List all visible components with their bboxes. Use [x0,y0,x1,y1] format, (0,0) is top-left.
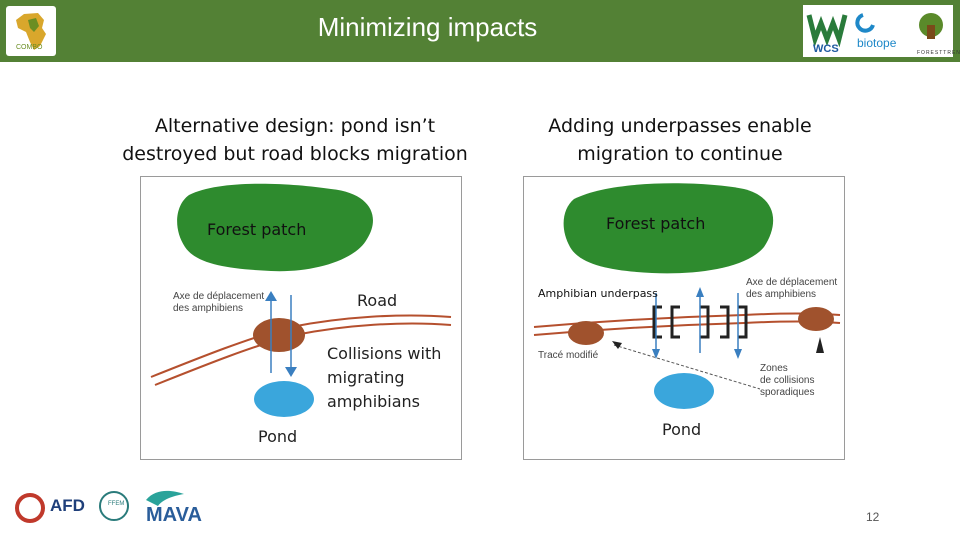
left-mound [568,321,604,345]
arrow-down-icon [652,349,660,359]
right-axis-line2: des amphibiens [746,289,817,300]
right-heading-line1: Adding underpasses enable [548,115,812,137]
africa-map-icon [16,13,46,50]
collisions-label: Collisions with migrating amphibians [327,342,441,414]
wcs-logo-text: WCS [813,43,839,55]
page-number: 12 [866,510,880,524]
zones-line3: sporadiques [760,387,815,398]
right-heading-line2: migration to continue [577,143,783,165]
trace-label: Tracé modifié [538,350,599,361]
right-diagram-panel: Forest patch Amphibian underpass Axe de … [523,176,845,460]
partner-logos-graphic [806,13,943,48]
partner-logos: WCS biotope FORESTTREND [803,5,960,57]
forest-patch-label: Forest patch [201,217,313,242]
road-label: Road [357,291,398,310]
arrow-down-icon [734,349,742,359]
migration-arrow-down-icon [285,367,297,377]
pond-shape [654,373,714,409]
biotope-logo-text: biotope [857,36,897,50]
left-axis-label: Axe de déplacement des amphibiens [173,291,264,315]
arrow-up-icon [696,287,704,297]
left-diagram-panel: Forest patch Road Axe de déplacement des… [140,176,462,460]
ffem-logo-text: FFEM [108,501,125,507]
right-heading: Adding underpasses enable migration to c… [510,112,850,168]
mava-logo-text: MAVA [146,504,202,526]
underpass-label: Amphibian underpass [538,287,658,300]
left-heading: Alternative design: pond isn’t destroyed… [105,112,485,168]
pointer-line [613,344,761,390]
zones-line1: Zones [760,363,788,374]
combo-logo: COMBO [6,6,56,56]
right-pond-label: Pond [662,420,702,439]
footer-logos-graphic [15,490,184,523]
footer-logos: AFD FFEM MAVA [12,486,212,526]
right-axis-label: Axe de déplacement des amphibiens [746,277,837,301]
forest-trends-logo-text: FORESTTREND [917,50,960,56]
migration-arrow-up-icon [265,291,277,301]
left-heading-line1: Alternative design: pond isn’t [154,115,436,137]
underpass-icon [652,305,748,339]
left-axis-line2: des amphibiens [173,303,244,314]
collisions-line2: migrating [327,368,405,387]
ffem-globe-icon [99,491,129,521]
left-pond-label: Pond [258,427,298,446]
combo-logo-text: COMBO [16,44,43,51]
left-axis-line1: Axe de déplacement [173,291,265,302]
pointer-arrow-icon [612,341,622,349]
collision-mound [253,318,305,352]
right-axis-line1: Axe de déplacement [746,277,838,288]
mava-bird-icon [146,490,184,506]
pointer-arrow-up-icon [816,337,824,353]
pond-shape [254,381,314,417]
zones-line2: de collisions [760,375,815,386]
collisions-line1: Collisions with [327,344,442,363]
right-mound [798,307,834,331]
afd-logo-text: AFD [50,496,85,515]
afd-ring-icon [15,493,45,523]
page-title: Minimizing impacts [317,12,538,42]
header-bar: COMBO Minimizing impacts WCS biotope FOR… [0,0,960,62]
collisions-line3: amphibians [327,392,421,411]
forest-patch-label: Forest patch [600,211,712,236]
zones-label: Zones de collisions sporadiques [760,363,814,399]
left-heading-line2: destroyed but road blocks migration [122,143,468,165]
